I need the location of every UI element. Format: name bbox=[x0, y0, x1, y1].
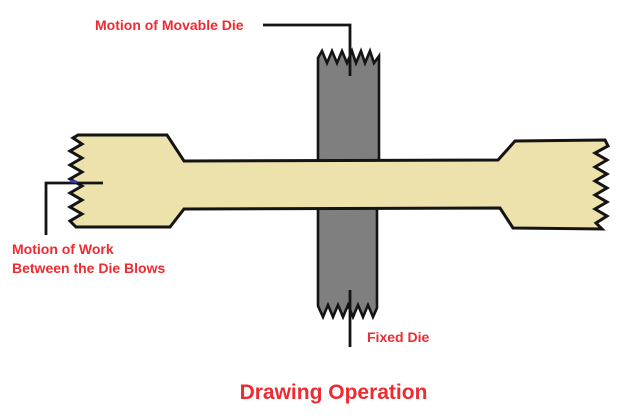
fixed-die-shape bbox=[316, 206, 379, 321]
movable-die-label: Motion of Movable Die bbox=[95, 17, 244, 33]
work-motion-label-line2: Between the Die Blows bbox=[12, 260, 166, 276]
movable-die-shape bbox=[316, 47, 381, 163]
work-motion-label: Motion of Work Between the Die Blows bbox=[12, 240, 165, 278]
work-motion-leader-line bbox=[44, 181, 103, 235]
diagram-title: Drawing Operation bbox=[239, 381, 428, 404]
movable-die-leader-line bbox=[263, 23, 352, 76]
blue-artifact-mark bbox=[69, 179, 78, 184]
fixed-die-label: Fixed Die bbox=[367, 329, 430, 345]
workpiece-shape bbox=[67, 133, 610, 231]
work-motion-label-line1: Motion of Work bbox=[12, 241, 114, 257]
